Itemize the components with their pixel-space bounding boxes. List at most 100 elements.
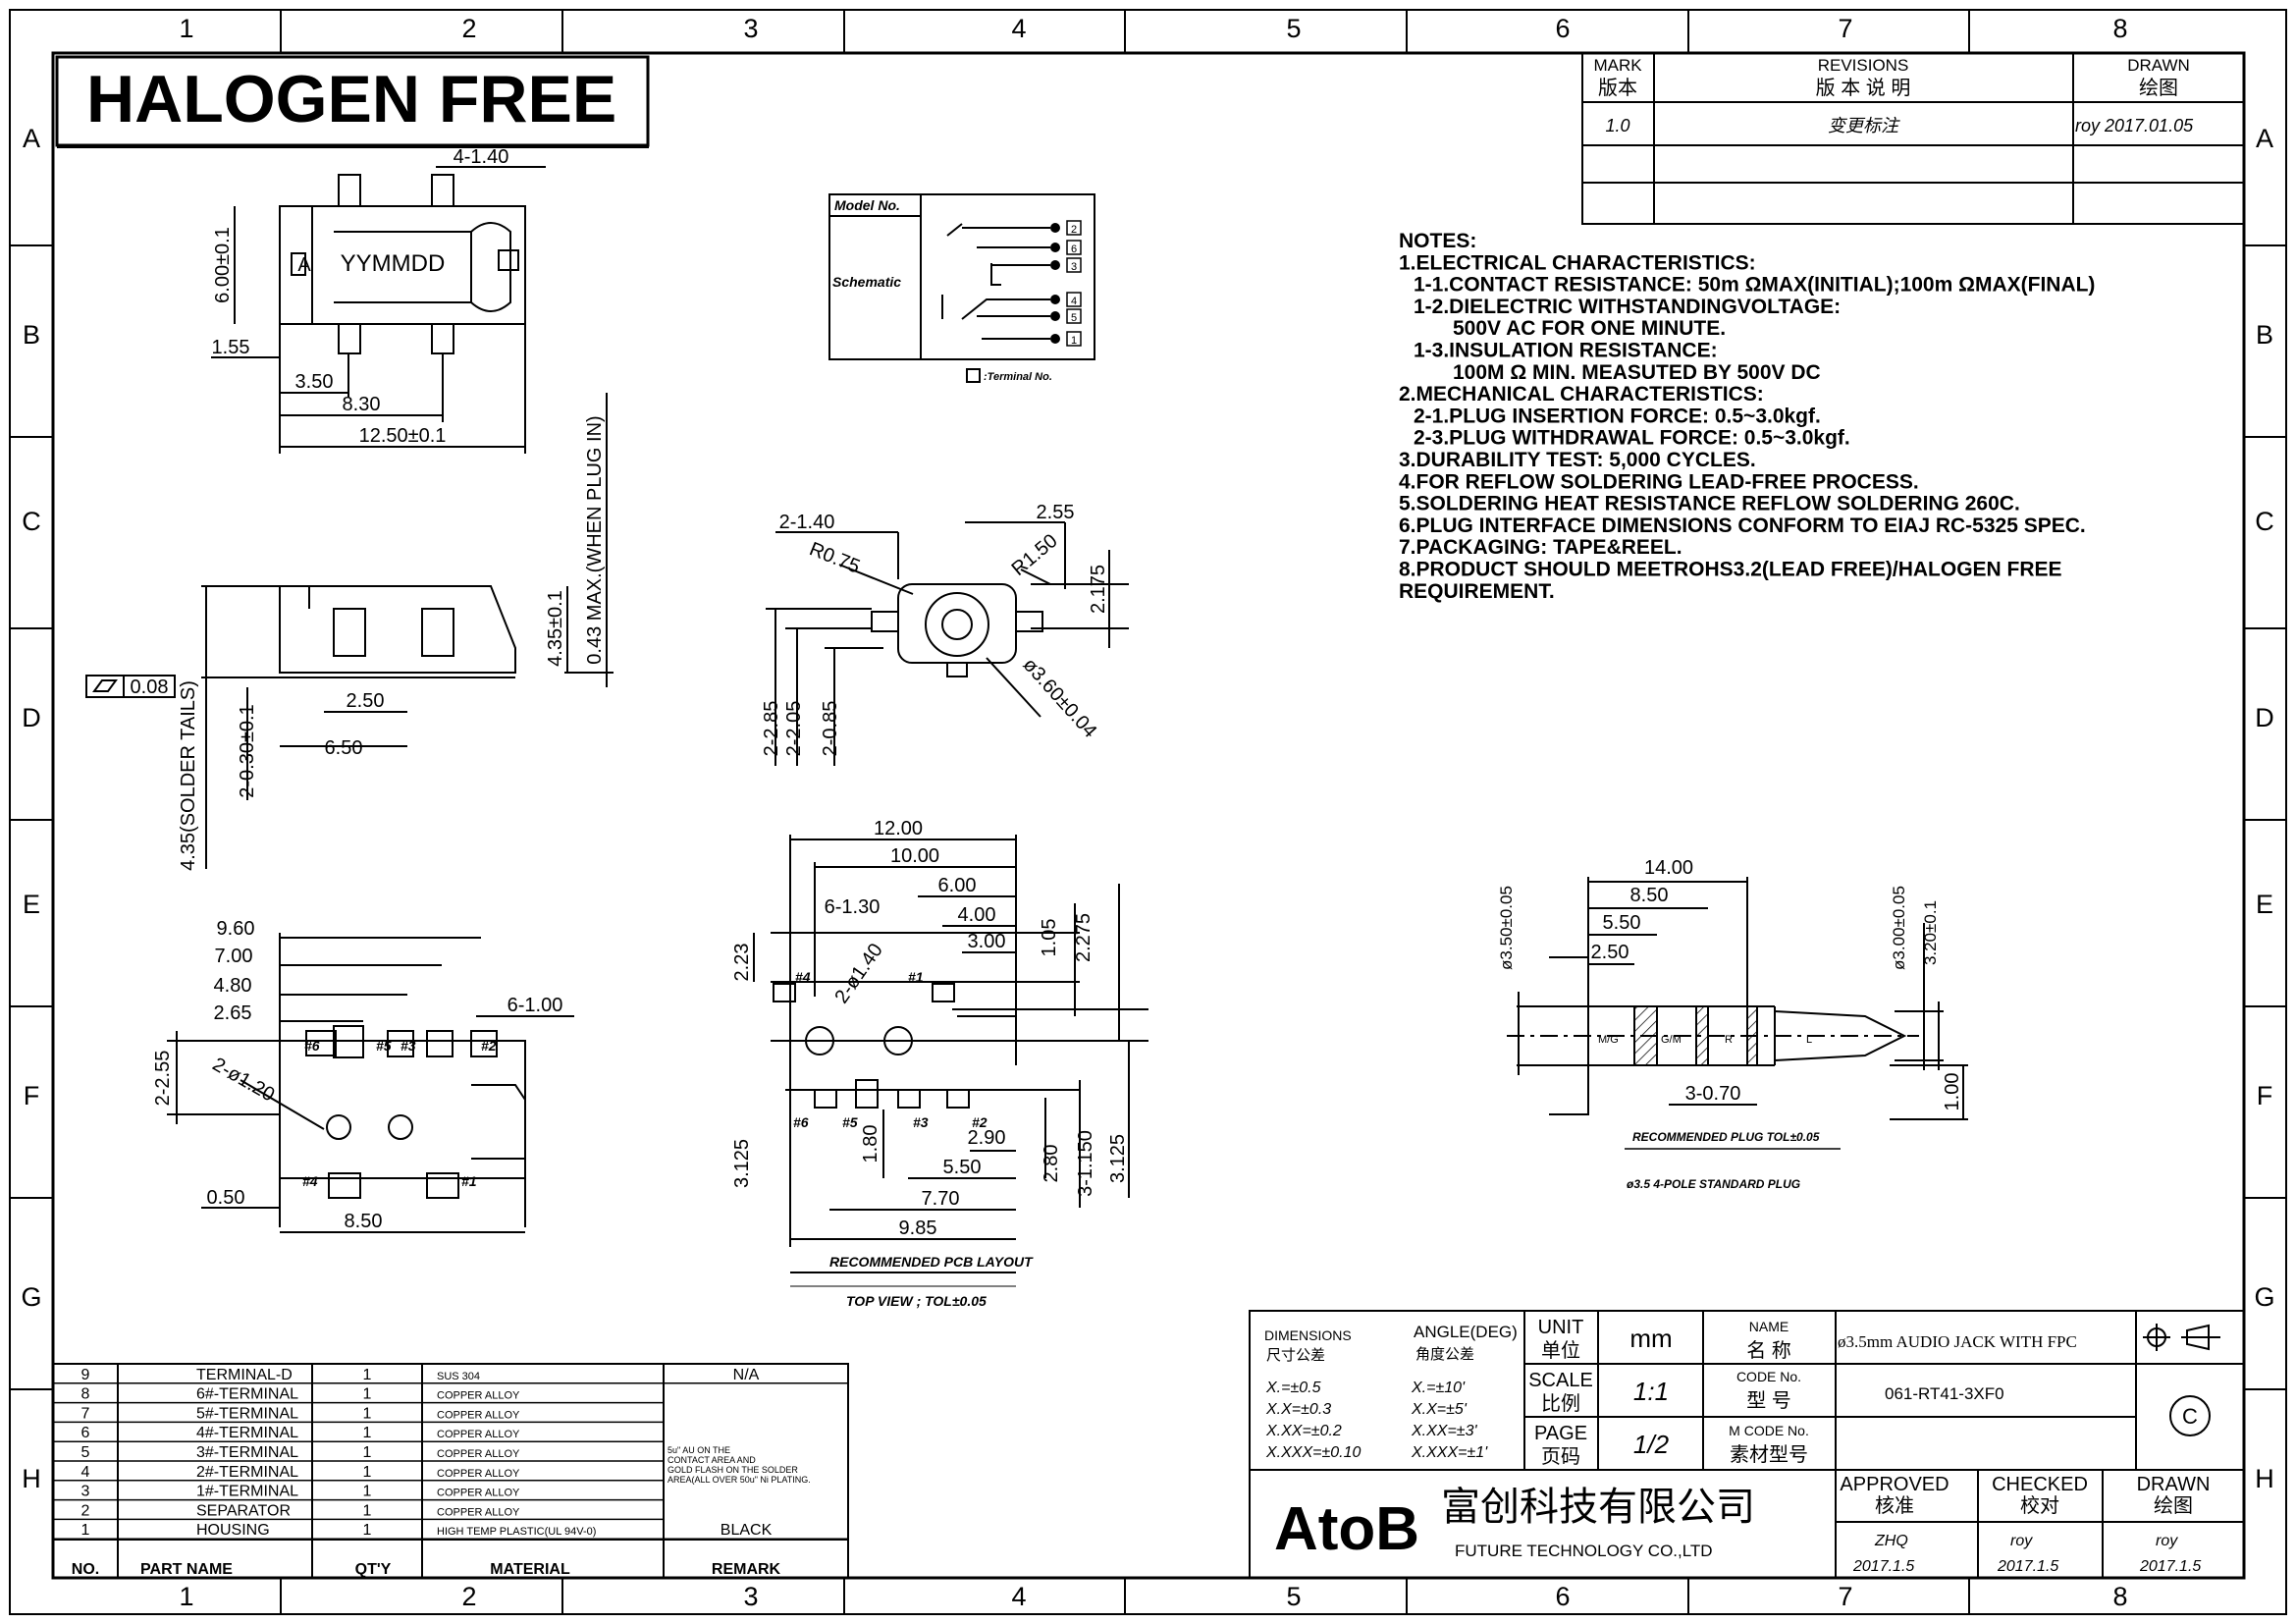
bom-cell: 4#-TERMINAL (196, 1425, 298, 1441)
note-line: 5.SOLDERING HEAT RESISTANCE REFLOW SOLDE… (1399, 493, 2020, 515)
dim-2.55: 2.55 (1037, 502, 1075, 523)
bom-cell: 8 (81, 1386, 90, 1403)
bottom-view (167, 933, 574, 1233)
tb-scale-cn: 比例 (1541, 1392, 1580, 1415)
pcb-pin-1: #1 (908, 969, 924, 985)
zone-row-label: D (2255, 703, 2274, 732)
tb-scale-value: 1:1 (1633, 1377, 1669, 1406)
bom-cell: COPPER ALLOY (437, 1448, 520, 1460)
dim-2-0.85: 2-0.85 (820, 701, 841, 757)
pcb-caption-2: TOP VIEW ; TOL±0.05 (846, 1293, 987, 1309)
pcb-caption-1: RECOMMENDED PCB LAYOUT (829, 1254, 1034, 1270)
dim-r1.50: R1.50 (1008, 530, 1062, 580)
terminal-number: 1 (1071, 335, 1077, 347)
halogen-free-banner: HALOGEN FREE (55, 55, 650, 148)
rev-mark-cn: 版本 (1598, 77, 1637, 99)
tb-ang-0: X.=±10' (1411, 1380, 1466, 1396)
note-line: 3.DURABILITY TEST: 5,000 CYCLES. (1399, 449, 1756, 471)
bom-cell: N/A (733, 1367, 760, 1383)
note-line: 1.ELECTRICAL CHARACTERISTICS: (1399, 251, 1756, 274)
tb-checked-date: 2017.1.5 (1997, 1558, 2058, 1575)
terminal-box (1066, 220, 1082, 236)
note-line: 4.FOR REFLOW SOLDERING LEAD-FREE PROCESS… (1399, 470, 1919, 493)
rev-cn: 版 本 说 明 (1816, 77, 1911, 99)
terminal-box (1066, 331, 1082, 347)
zone-col-label: 8 (2112, 14, 2127, 43)
terminal-dot (1050, 311, 1060, 321)
note-line: 8.PRODUCT SHOULD MEETROHS3.2(LEAD FREE)/… (1399, 559, 2062, 581)
bom-cell: 3#-TERMINAL (196, 1444, 298, 1461)
zone-col-label: 2 (461, 1582, 476, 1611)
dim-2.275: 2.275 (1073, 913, 1095, 962)
zone-row-label: D (22, 703, 41, 732)
dim-2-2.05: 2-2.05 (783, 701, 805, 757)
dim-r0.75: R0.75 (806, 538, 863, 577)
pcb-pin-5: #5 (842, 1114, 858, 1130)
bom-plating-note: 5u" AU ON THE (667, 1445, 730, 1455)
tb-ang-2: X.XX=±3' (1411, 1423, 1477, 1439)
bom-header-cell: REMARK (712, 1561, 781, 1578)
bom-cell: TERMINAL-D (196, 1367, 293, 1383)
terminal-number: 5 (1071, 312, 1077, 324)
dim-3.125-right: 3.125 (1107, 1134, 1129, 1183)
zone-col-label: 7 (1838, 14, 1852, 43)
zone-col-label: 5 (1286, 1582, 1301, 1611)
tb-dim-label: DIMENSIONS (1264, 1327, 1352, 1343)
dim-12.50: 12.50±0.1 (359, 425, 447, 447)
tb-approved-label: APPROVED (1840, 1474, 1949, 1495)
tb-angle-cn: 角度公差 (1415, 1346, 1474, 1363)
pin-2-label: #2 (481, 1038, 497, 1054)
pin-1-label: #1 (461, 1173, 477, 1189)
pcb-pin-6: #6 (793, 1114, 809, 1130)
terminal-box (1066, 308, 1082, 324)
plug-seg-l: L (1806, 1034, 1812, 1046)
dim-5.50: 5.50 (943, 1157, 982, 1178)
dim-6-1.00: 6-1.00 (507, 995, 563, 1016)
terminal-box (1066, 257, 1082, 273)
plug-caption-1: RECOMMENDED PLUG TOL±0.05 (1632, 1130, 1820, 1144)
sheet-frame (9, 9, 2287, 1615)
dim-6.50: 6.50 (325, 737, 363, 759)
bom-cell: 3 (81, 1484, 90, 1500)
bom-plating-note: GOLD FLASH ON THE SOLDER (667, 1465, 798, 1475)
dim-0.43-max: 0.43 MAX.(WHEN PLUG IN) (584, 415, 606, 664)
note-line: 2.MECHANICAL CHARACTERISTICS: (1399, 383, 1764, 406)
zone-col-label: 3 (743, 1582, 758, 1611)
bom-header-cell: MATERIAL (490, 1561, 570, 1578)
pin-6-label: #6 (304, 1038, 320, 1054)
note-line: 6.PLUG INTERFACE DIMENSIONS CONFORM TO E… (1399, 514, 2086, 537)
terminal-number: 6 (1071, 244, 1077, 255)
company-logo: AtoB (1274, 1495, 1419, 1563)
tb-tol-1: X.X=±0.3 (1265, 1401, 1331, 1418)
tb-tol-3: X.XXX=±0.10 (1265, 1444, 1362, 1461)
plug-seg-r: R (1725, 1034, 1733, 1046)
bom-cell: 1 (363, 1464, 372, 1481)
bom-grid (52, 1363, 849, 1579)
dim-2.50: 2.50 (347, 690, 385, 712)
dim-dia-3.00: ø3.00±0.05 (1890, 886, 1908, 970)
tb-checked-cn: 校对 (2020, 1494, 2059, 1517)
bom-cell: 1 (363, 1386, 372, 1403)
zone-col-label: 3 (743, 14, 758, 43)
dim-1.80: 1.80 (860, 1125, 881, 1164)
terminal-dot (1050, 223, 1060, 233)
zone-col-label: 6 (1555, 1582, 1570, 1611)
bom-cell: COPPER ALLOY (437, 1390, 520, 1402)
dim-3-1.150: 3-1.150 (1075, 1130, 1096, 1197)
bom-cell: 1 (363, 1444, 372, 1461)
note-line: 100M Ω MIN. MEASUTED BY 500V DC (1453, 361, 1821, 384)
dim-7.70: 7.70 (922, 1188, 960, 1210)
zone-col-label: 2 (461, 14, 476, 43)
tb-mcode-label: M CODE No. (1729, 1423, 1809, 1438)
schematic-label: Schematic (832, 274, 901, 290)
dim-2.80: 2.80 (1041, 1145, 1062, 1183)
plug-seg-gm: G/M (1661, 1034, 1682, 1046)
tb-page-cn: 页码 (1541, 1446, 1580, 1468)
zone-row-label: A (2256, 124, 2273, 153)
dim-10.00: 10.00 (890, 845, 939, 867)
bom-cell: 1 (363, 1367, 372, 1383)
bom-cell: 2#-TERMINAL (196, 1464, 298, 1481)
